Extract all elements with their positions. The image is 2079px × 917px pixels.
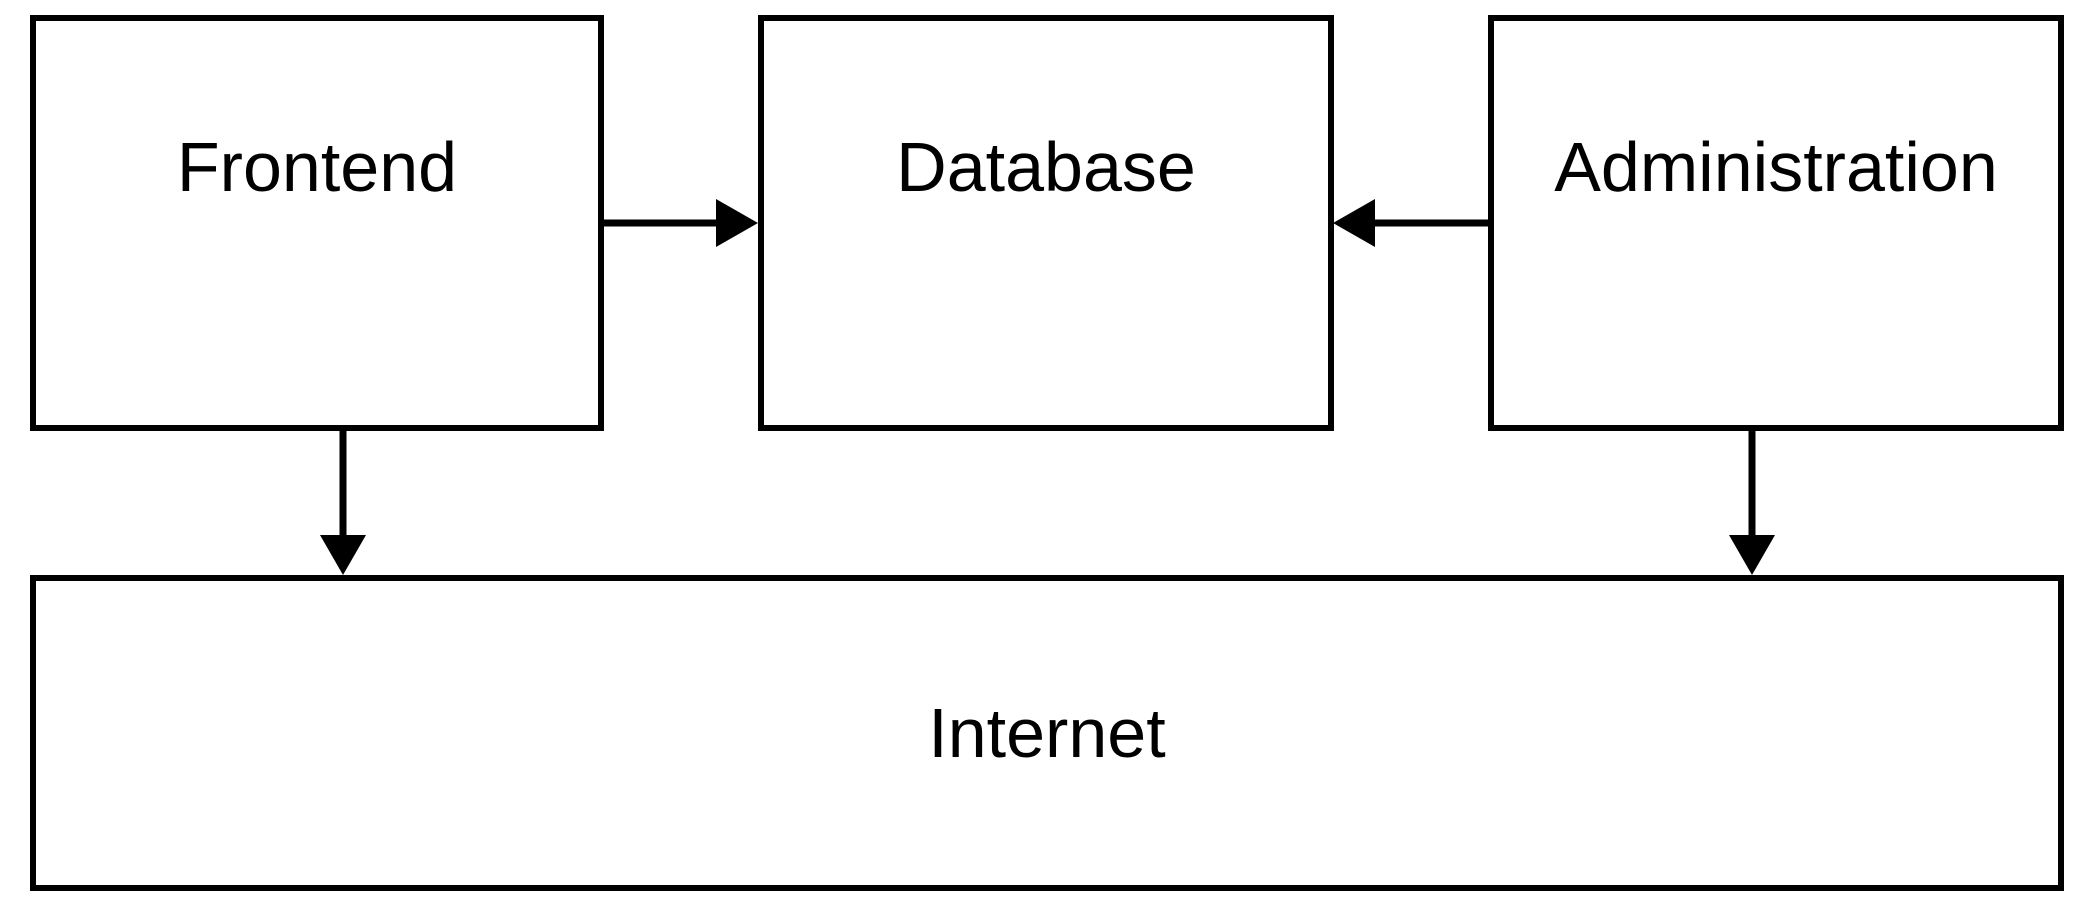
node-frontend-label: Frontend [176,128,458,206]
node-administration-label: Administration [1554,128,1998,206]
node-internet: Internet [30,575,2064,891]
node-database-label: Database [896,128,1196,206]
node-administration: Administration [1488,15,2064,431]
node-frontend: Frontend [30,15,604,431]
arrow-frontend-to-database [603,199,758,247]
arrow-administration-to-internet [1729,430,1775,575]
arrow-frontend-to-internet [320,430,366,575]
arrow-administration-to-database [1333,199,1488,247]
node-internet-label: Internet [928,694,1166,772]
node-database: Database [758,15,1334,431]
